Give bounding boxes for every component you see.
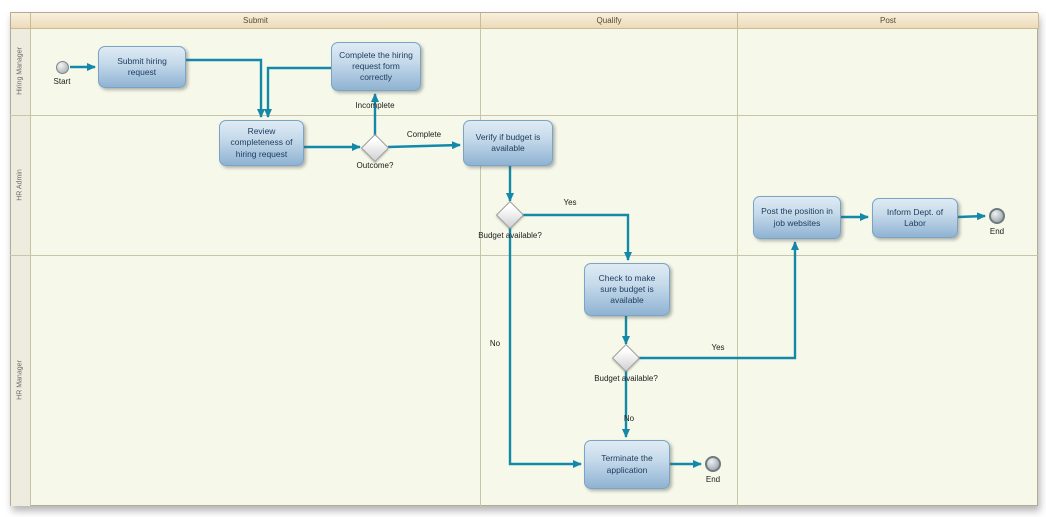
task-verify-budget[interactable]: Verify if budget is available xyxy=(463,120,553,166)
lane-label-hiring-manager: Hiring Manager xyxy=(16,47,24,95)
header-corner-cell xyxy=(11,13,31,29)
end-event-post-label: End xyxy=(989,227,1005,236)
phase-header-qualify-label: Qualify xyxy=(596,16,622,25)
phase-header-submit: Submit xyxy=(31,13,481,29)
task-terminate-application[interactable]: Terminate the application xyxy=(584,440,670,489)
phase-header-post-label: Post xyxy=(879,16,896,25)
task-check-budget[interactable]: Check to make sure budget is available xyxy=(584,263,670,316)
lane-divider xyxy=(10,255,1038,256)
edge-label-yes-1: Yes xyxy=(563,198,577,207)
lane-label-column xyxy=(11,29,31,506)
edge-label-complete: Complete xyxy=(406,130,442,139)
phase-divider xyxy=(737,28,738,506)
phase-header-submit-label: Submit xyxy=(243,16,268,25)
lane-divider xyxy=(10,115,1038,116)
edge-label-incomplete: Incomplete xyxy=(355,101,395,110)
edge-label-yes-2: Yes xyxy=(711,343,725,352)
lane-label-hr-admin: HR Admin xyxy=(16,169,24,201)
task-complete-form-correctly[interactable]: Complete the hiring request form correct… xyxy=(331,42,421,91)
phase-divider xyxy=(480,28,481,506)
task-submit-hiring-request[interactable]: Submit hiring request xyxy=(98,46,186,88)
start-event[interactable] xyxy=(56,61,69,74)
start-event-label: Start xyxy=(53,77,71,86)
end-event-post[interactable] xyxy=(989,208,1005,224)
task-review-completeness[interactable]: Review completeness of hiring request xyxy=(219,120,304,166)
task-inform-dept-of-labor[interactable]: Inform Dept. of Labor xyxy=(872,198,958,238)
gateway-budget-available-2-label: Budget available? xyxy=(594,374,658,383)
edge-label-no-1: No xyxy=(489,339,501,348)
task-post-position[interactable]: Post the position in job websites xyxy=(753,196,841,239)
phase-header-post: Post xyxy=(738,13,1039,29)
lane-label-hr-manager: HR Manager xyxy=(16,360,24,400)
edge-label-no-2: No xyxy=(623,414,635,423)
gateway-outcome-label: Outcome? xyxy=(356,161,394,170)
end-event-terminate[interactable] xyxy=(705,456,721,472)
gateway-budget-available-1-label: Budget available? xyxy=(478,231,542,240)
end-event-terminate-label: End xyxy=(705,475,721,484)
phase-header-qualify: Qualify xyxy=(481,13,738,29)
